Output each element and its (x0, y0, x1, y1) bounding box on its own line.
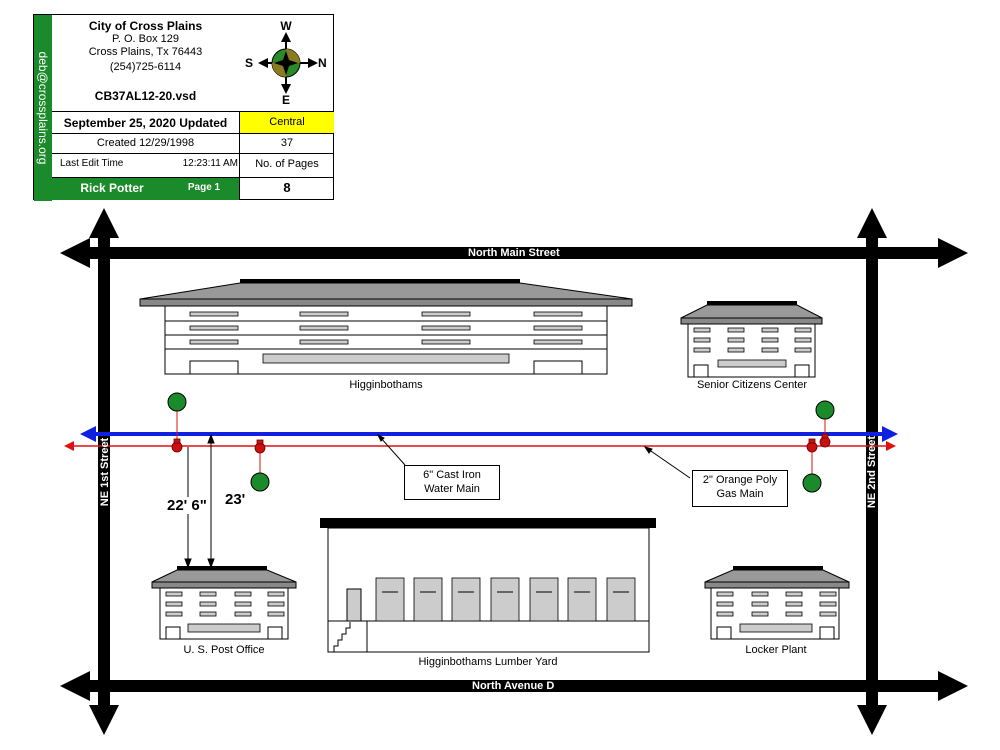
locker-plant-label: Locker Plant (745, 644, 807, 656)
last-edit-label: Last Edit Time (60, 158, 124, 169)
compass-arrow-top (281, 32, 291, 42)
post-office-label: U. S. Post Office (183, 644, 265, 656)
grid-line (239, 111, 240, 200)
water-callout-line-2: Water Main (424, 483, 480, 495)
water-callout-line-1: 6" Cast Iron (423, 469, 481, 481)
updated-date: September 25, 2020 Updated (63, 116, 228, 130)
created-date: Created 12/29/1998 (96, 137, 195, 149)
service-connections (167, 392, 835, 493)
callout-leaders (376, 433, 691, 479)
north-avenue-d (85, 680, 940, 692)
ne-1st-street-label: NE 1st Street (99, 437, 111, 507)
compass-label-top: W (280, 19, 292, 33)
compass-arrow-left (258, 58, 268, 68)
dimension-lines (184, 433, 215, 569)
water-main-callout: 6" Cast Iron Water Main (404, 465, 500, 500)
title-block-sidebar: deb@crossplains.org (34, 15, 52, 201)
ne-2nd-street (866, 235, 878, 710)
gas-callout-line-2: Gas Main (716, 488, 764, 500)
compass-label-left: S (245, 56, 254, 70)
compass-label-right: N (318, 56, 327, 70)
last-edit-time: 12:23:11 AM (182, 158, 238, 169)
file-name: CB37AL12-20.vsd (94, 89, 197, 103)
created-value: 37 (280, 137, 294, 149)
compass-arrow-right (308, 58, 318, 68)
author-name: Rick Potter (80, 181, 144, 195)
title-block: deb@crossplains.org City of Cross Plains… (33, 14, 334, 201)
phone-number: (254)725-6114 (109, 61, 182, 73)
north-main-street-label: North Main Street (468, 247, 560, 259)
building-us-post-office (151, 566, 297, 640)
gas-callout-line-1: 2" Orange Poly (702, 474, 778, 486)
lumber-yard-label: Higginbothams Lumber Yard (418, 656, 558, 668)
north-main-street (85, 247, 940, 259)
grid-line (52, 133, 334, 134)
grid-line (52, 153, 334, 154)
page-number: Page 1 (187, 182, 221, 193)
pages-label: No. of Pages (255, 158, 319, 170)
grid-line (52, 177, 334, 178)
grid-line (52, 111, 334, 112)
water-main (80, 426, 898, 442)
area-cell: Central (240, 112, 334, 133)
ne-1st-street (98, 235, 110, 710)
senior-citizens-center-label: Senior Citizens Center (696, 379, 808, 391)
measurement-23: 23' (225, 491, 246, 508)
address-line-1: P. O. Box 129 (111, 33, 180, 45)
compass-arrow-bottom (281, 84, 291, 94)
measurement-22-6: 22' 6" (166, 497, 208, 514)
higginbothams-label: Higginbothams (349, 379, 423, 391)
building-lumber-yard (320, 518, 656, 653)
gas-main-callout: 2" Orange Poly Gas Main (692, 470, 788, 507)
city-name: City of Cross Plains (88, 19, 203, 33)
compass-label-bottom: E (282, 93, 290, 107)
building-locker-plant (704, 566, 850, 640)
gas-main (64, 441, 896, 451)
building-higginbothams (139, 279, 633, 375)
building-senior-citizens-center (680, 301, 823, 378)
compass-rose: W E (258, 19, 318, 107)
address-line-2: Cross Plains, Tx 76443 (88, 46, 203, 58)
north-avenue-d-label: North Avenue D (472, 680, 555, 692)
pages-value: 8 (283, 180, 291, 195)
ne-2nd-street-label: NE 2nd Street (866, 435, 878, 509)
author-bar (34, 178, 239, 200)
